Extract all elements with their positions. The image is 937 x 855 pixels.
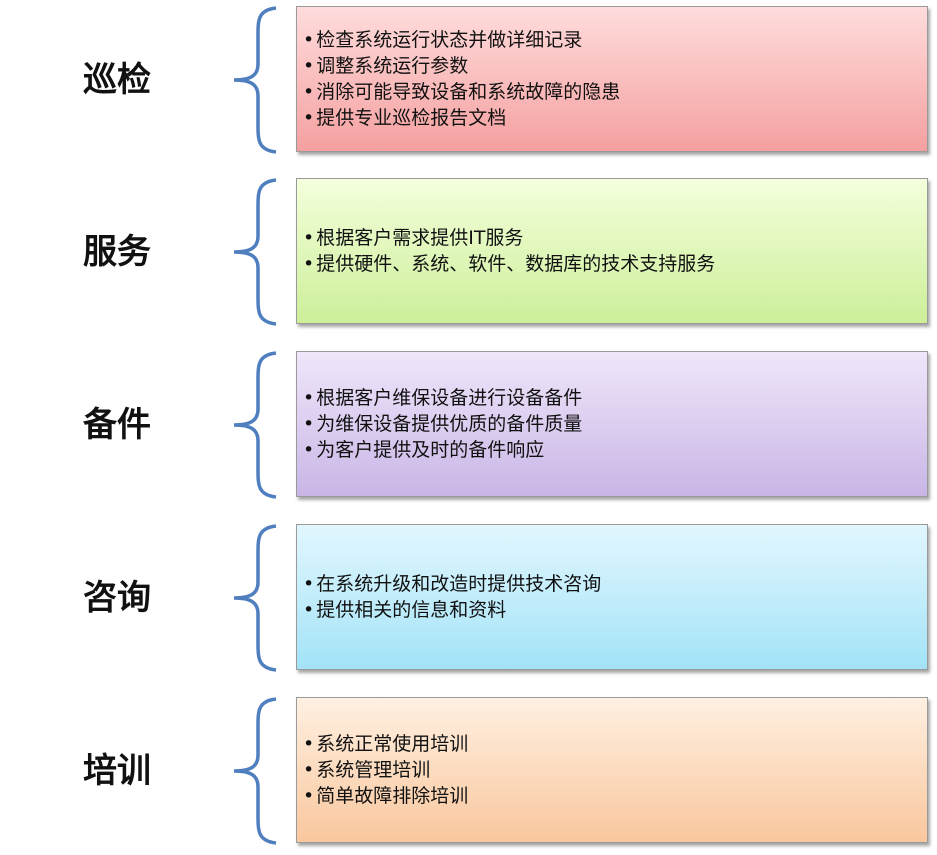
detail-box: 根据客户维保设备进行设备备件 为维保设备提供优质的备件质量 为客户提供及时的备件… [296, 351, 928, 497]
brace-icon [233, 6, 277, 154]
brace-icon [233, 524, 277, 672]
detail-item: 系统管理培训 [303, 757, 468, 783]
detail-box: 系统正常使用培训 系统管理培训 简单故障排除培训 [296, 697, 928, 843]
detail-item: 系统正常使用培训 [303, 731, 468, 757]
brace-icon [233, 697, 277, 845]
detail-item: 根据客户需求提供IT服务 [303, 225, 715, 251]
row-spare-parts: 备件 根据客户维保设备进行设备备件 为维保设备提供优质的备件质量 为客户提供及时… [0, 351, 937, 499]
detail-item: 提供专业巡检报告文档 [303, 105, 620, 131]
detail-item: 根据客户维保设备进行设备备件 [303, 385, 582, 411]
category-label: 服务 [83, 232, 151, 272]
category-label: 巡检 [83, 60, 151, 100]
detail-item: 提供相关的信息和资料 [303, 597, 601, 623]
detail-item: 检查系统运行状态并做详细记录 [303, 27, 620, 53]
row-training: 培训 系统正常使用培训 系统管理培训 简单故障排除培训 [0, 697, 937, 845]
detail-box: 在系统升级和改造时提供技术咨询 提供相关的信息和资料 [296, 524, 928, 670]
brace-icon [233, 351, 277, 499]
row-inspection: 巡检 检查系统运行状态并做详细记录 调整系统运行参数 消除可能导致设备和系统故障… [0, 6, 937, 154]
category-label: 咨询 [83, 578, 151, 618]
detail-item: 为客户提供及时的备件响应 [303, 437, 582, 463]
category-label: 备件 [83, 405, 151, 445]
detail-item: 消除可能导致设备和系统故障的隐患 [303, 79, 620, 105]
detail-item: 为维保设备提供优质的备件质量 [303, 411, 582, 437]
detail-box: 根据客户需求提供IT服务 提供硬件、系统、软件、数据库的技术支持服务 [296, 178, 928, 324]
detail-box: 检查系统运行状态并做详细记录 调整系统运行参数 消除可能导致设备和系统故障的隐患… [296, 6, 928, 152]
detail-item: 提供硬件、系统、软件、数据库的技术支持服务 [303, 251, 715, 277]
detail-item: 调整系统运行参数 [303, 53, 620, 79]
detail-item: 在系统升级和改造时提供技术咨询 [303, 571, 601, 597]
category-label: 培训 [83, 751, 151, 791]
row-consulting: 咨询 在系统升级和改造时提供技术咨询 提供相关的信息和资料 [0, 524, 937, 672]
row-service: 服务 根据客户需求提供IT服务 提供硬件、系统、软件、数据库的技术支持服务 [0, 178, 937, 326]
brace-icon [233, 178, 277, 326]
detail-item: 简单故障排除培训 [303, 783, 468, 809]
